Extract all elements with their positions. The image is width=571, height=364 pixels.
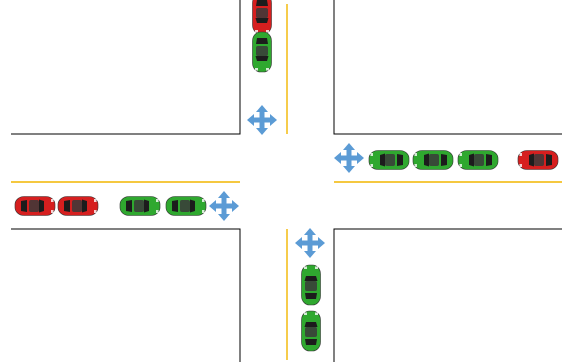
car-east-2-green-rear-window bbox=[441, 154, 447, 166]
east-four-way-arrow-icon bbox=[334, 143, 364, 173]
signal-arrows bbox=[209, 105, 364, 258]
car-north-1-red-headlight-right bbox=[255, 30, 258, 33]
vehicles bbox=[14, 0, 559, 352]
curb-north-west bbox=[11, 0, 241, 135]
car-west-1-red-roof bbox=[29, 200, 39, 212]
car-west-2-red bbox=[57, 196, 99, 216]
east-four-way-arrow-icon-shape bbox=[334, 143, 364, 173]
car-west-4-green bbox=[165, 196, 207, 216]
car-north-2-green-headlight-right bbox=[255, 68, 258, 71]
car-north-1-red-windshield bbox=[255, 18, 269, 23]
lane-markings bbox=[11, 4, 562, 360]
car-east-4-red-headlight-right bbox=[519, 153, 522, 156]
north-four-way-arrow-icon bbox=[247, 105, 277, 135]
car-south-1-green-windshield bbox=[304, 276, 318, 281]
car-east-3-green-windshield bbox=[469, 153, 474, 167]
car-east-1-green-rear-window bbox=[397, 154, 403, 166]
car-west-1-red-rear-window bbox=[21, 200, 27, 212]
car-north-1-red-headlight-left bbox=[266, 30, 269, 33]
car-east-1-green-roof bbox=[385, 154, 395, 166]
car-west-2-red-headlight-left bbox=[94, 199, 97, 202]
car-east-3-green-roof bbox=[474, 154, 484, 166]
car-east-4-red bbox=[517, 150, 559, 170]
car-west-2-red-headlight-right bbox=[94, 210, 97, 213]
car-west-2-red-roof bbox=[72, 200, 82, 212]
car-west-1-red bbox=[14, 196, 56, 216]
car-east-3-green-headlight-right bbox=[459, 153, 462, 156]
car-west-2-red-rear-window bbox=[64, 200, 70, 212]
car-east-2-green-roof bbox=[429, 154, 439, 166]
car-west-4-green-headlight-left bbox=[202, 199, 205, 202]
car-south-2-green-headlight-right bbox=[315, 312, 318, 315]
car-south-2-green-windshield bbox=[304, 322, 318, 327]
car-north-1-red bbox=[252, 0, 272, 35]
car-north-2-green bbox=[252, 31, 272, 73]
car-east-3-green bbox=[457, 150, 499, 170]
car-west-3-green-headlight-left bbox=[156, 199, 159, 202]
west-four-way-arrow-icon bbox=[209, 191, 239, 221]
car-south-1-green-roof bbox=[305, 281, 317, 291]
car-south-2-green-rear-window bbox=[305, 339, 317, 345]
car-east-1-green bbox=[368, 150, 410, 170]
curb-south-west bbox=[11, 228, 241, 362]
car-west-4-green-rear-window bbox=[172, 200, 178, 212]
car-north-2-green-headlight-left bbox=[266, 68, 269, 71]
west-four-way-arrow-icon-shape bbox=[209, 191, 239, 221]
car-south-1-green-headlight-right bbox=[315, 266, 318, 269]
car-south-2-green bbox=[301, 310, 321, 352]
car-west-3-green-roof bbox=[134, 200, 144, 212]
car-north-1-red-rear-window bbox=[256, 0, 268, 6]
car-east-2-green-headlight-right bbox=[414, 153, 417, 156]
car-south-2-green-headlight-left bbox=[304, 312, 307, 315]
car-east-3-green-rear-window bbox=[486, 154, 492, 166]
car-west-1-red-headlight-left bbox=[51, 199, 54, 202]
car-north-2-green-rear-window bbox=[256, 38, 268, 44]
car-east-2-green-headlight-left bbox=[414, 164, 417, 167]
car-east-4-red-roof bbox=[534, 154, 544, 166]
car-south-2-green-roof bbox=[305, 327, 317, 337]
car-west-3-green-headlight-right bbox=[156, 210, 159, 213]
car-north-1-red-roof bbox=[256, 8, 268, 18]
south-four-way-arrow-icon bbox=[295, 228, 325, 258]
car-west-1-red-headlight-right bbox=[51, 210, 54, 213]
car-west-1-red-windshield bbox=[39, 199, 44, 213]
curb-south-east bbox=[333, 228, 562, 362]
car-south-1-green-rear-window bbox=[305, 293, 317, 299]
car-east-4-red-rear-window bbox=[546, 154, 552, 166]
car-east-2-green bbox=[412, 150, 454, 170]
car-east-1-green-headlight-left bbox=[370, 164, 373, 167]
car-west-4-green-windshield bbox=[190, 199, 195, 213]
car-east-4-red-headlight-left bbox=[519, 164, 522, 167]
car-north-2-green-windshield bbox=[255, 56, 269, 61]
car-west-3-green-windshield bbox=[144, 199, 149, 213]
north-four-way-arrow-icon-shape bbox=[247, 105, 277, 135]
car-east-4-red-windshield bbox=[529, 153, 534, 167]
car-west-3-green bbox=[119, 196, 161, 216]
car-east-3-green-headlight-left bbox=[459, 164, 462, 167]
car-east-1-green-headlight-right bbox=[370, 153, 373, 156]
car-west-4-green-headlight-right bbox=[202, 210, 205, 213]
car-west-4-green-roof bbox=[180, 200, 190, 212]
car-south-1-green-headlight-left bbox=[304, 266, 307, 269]
road-edges bbox=[11, 0, 562, 362]
car-east-2-green-windshield bbox=[424, 153, 429, 167]
car-west-2-red-windshield bbox=[82, 199, 87, 213]
car-west-3-green-rear-window bbox=[126, 200, 132, 212]
south-four-way-arrow-icon-shape bbox=[295, 228, 325, 258]
car-east-1-green-windshield bbox=[380, 153, 385, 167]
car-north-2-green-roof bbox=[256, 46, 268, 56]
curb-north-east bbox=[333, 0, 562, 135]
car-south-1-green bbox=[301, 264, 321, 306]
